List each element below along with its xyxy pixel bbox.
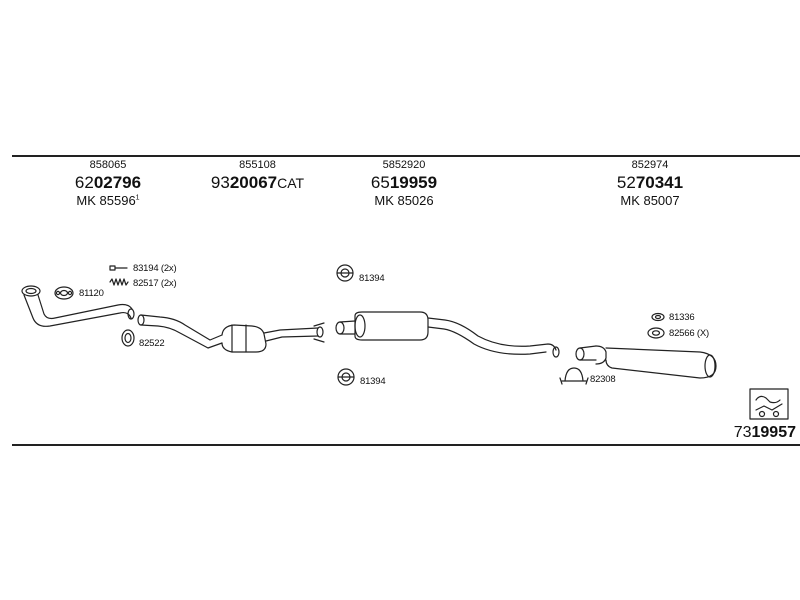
part-label[interactable]: 82522 — [139, 338, 165, 349]
part-label[interactable]: 81394 — [359, 273, 385, 284]
header-column-1: 858065 6202796 MK 855961 — [58, 159, 158, 208]
header-column-4: 852974 5270341 MK 85007 — [600, 159, 700, 208]
oe-number: 852974 — [631, 159, 669, 171]
mk-reference: MK 855961 — [76, 193, 140, 208]
mk-reference: MK 85026 — [374, 193, 434, 208]
centre-silencer-icon[interactable] — [335, 311, 560, 358]
part-label[interactable]: 81394 — [360, 376, 386, 387]
oe-number: 858065 — [89, 159, 127, 171]
bottom-rule — [12, 444, 800, 446]
oe-number: 5852920 — [382, 159, 426, 171]
footnote-marker: 1 — [135, 194, 140, 202]
clamp-icon[interactable] — [559, 367, 589, 385]
header-column-3: 5852920 6519959 MK 85026 — [354, 159, 454, 208]
kit-box-icon[interactable] — [749, 388, 789, 420]
header-column-2: 855108 9320067CAT — [195, 160, 320, 194]
rubber-mount-icon[interactable] — [336, 264, 354, 282]
rubber-mount-icon[interactable] — [651, 312, 665, 322]
part-number[interactable]: 6202796 — [74, 173, 142, 192]
catalytic-converter-icon[interactable] — [137, 314, 325, 353]
rear-silencer-icon[interactable] — [575, 345, 717, 379]
gasket-icon[interactable] — [121, 329, 135, 347]
spring-icon[interactable] — [109, 278, 129, 286]
top-rule — [12, 155, 800, 157]
part-number[interactable]: 5270341 — [616, 173, 684, 192]
part-label[interactable]: 82308 — [590, 374, 616, 385]
part-number[interactable]: 6519959 — [370, 173, 438, 192]
part-label[interactable]: 82517 (2x) — [133, 278, 177, 289]
oe-number: 855108 — [239, 159, 276, 171]
kit-number[interactable]: 7319957 — [733, 424, 796, 441]
part-label[interactable]: 82566 (X) — [669, 328, 709, 339]
gasket-icon[interactable] — [647, 327, 665, 339]
gasket-icon[interactable] — [54, 286, 74, 300]
part-label[interactable]: 81120 — [79, 288, 104, 299]
mk-reference: MK 85007 — [620, 193, 680, 208]
bolt-icon[interactable] — [109, 265, 128, 271]
part-number[interactable]: 9320067CAT — [210, 173, 305, 192]
rubber-mount-icon[interactable] — [337, 368, 355, 386]
part-label[interactable]: 83194 (2x) — [133, 263, 177, 274]
part-label[interactable]: 81336 — [669, 312, 695, 323]
front-pipe-icon[interactable] — [21, 285, 135, 327]
